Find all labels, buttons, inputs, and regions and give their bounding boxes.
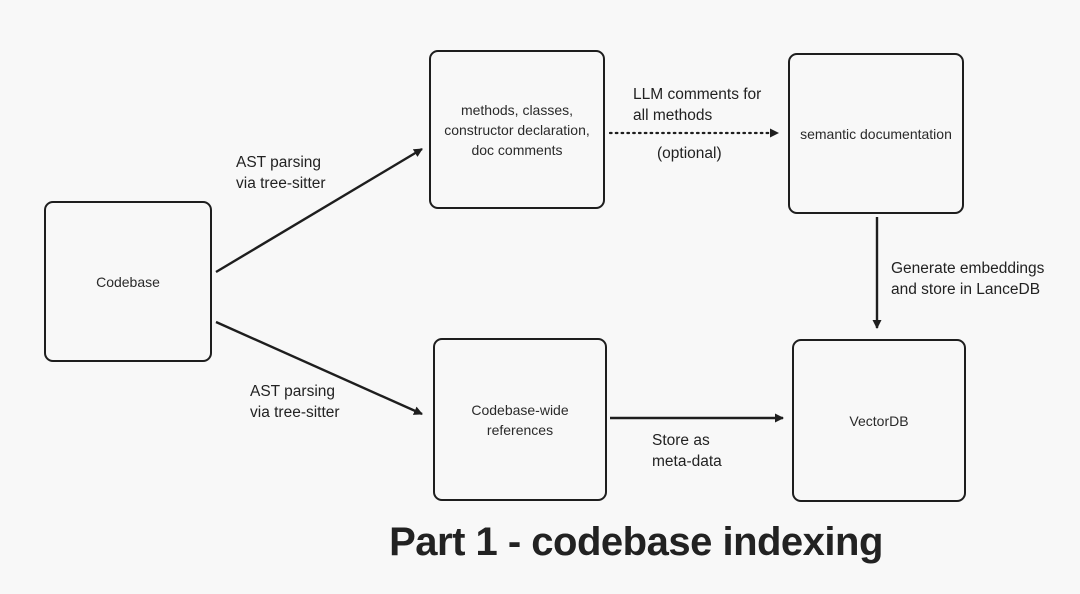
- edge-ast-parsing-top-arrow: [215, 147, 423, 274]
- node-codebase-wide-references-label-line2: references: [486, 421, 554, 438]
- edge-store-as-metadata-label-line2: meta-data: [652, 453, 722, 470]
- edge-ast-parsing-bottom-label-line1: AST parsing: [250, 383, 336, 400]
- edge-ast-parsing-bottom-arrow: [215, 320, 423, 416]
- node-codebase-wide-references-label-line1: Codebase-wide: [471, 401, 569, 418]
- edge-store-as-metadata-label: Store as meta-data: [652, 430, 722, 472]
- edge-llm-comments-label-line1: LLM comments for: [633, 86, 762, 103]
- node-codebase-label: Codebase: [96, 273, 160, 290]
- node-semantic-documentation-label: semantic documentation: [800, 125, 952, 142]
- diagram-title: Part 1 - codebase indexing: [389, 520, 883, 564]
- node-parsed-elements-label-line1: methods, classes,: [460, 101, 574, 118]
- node-vectordb-label: VectorDB: [849, 412, 909, 429]
- edge-llm-comments-label: LLM comments for all methods: [633, 84, 761, 126]
- node-parsed-elements-label-line3: doc comments: [471, 141, 563, 158]
- edge-generate-embeddings-label-line1: Generate embeddings: [891, 260, 1045, 277]
- edge-store-as-metadata-label-line1: Store as: [652, 432, 710, 449]
- edge-llm-comments-label-line2: all methods: [633, 107, 713, 124]
- node-vectordb: VectorDB: [792, 339, 966, 502]
- node-parsed-elements: methods, classes, constructor declaratio…: [429, 50, 605, 209]
- edge-ast-parsing-bottom-label: AST parsing via tree-sitter: [250, 381, 340, 423]
- edge-generate-embeddings-label: Generate embeddings and store in LanceDB: [891, 258, 1044, 300]
- edge-generate-embeddings-label-line2: and store in LanceDB: [891, 281, 1041, 298]
- edge-ast-parsing-top-label-line1: AST parsing: [236, 154, 322, 171]
- edge-ast-parsing-bottom-label-line2: via tree-sitter: [250, 404, 340, 421]
- node-semantic-documentation: semantic documentation: [788, 53, 964, 214]
- node-codebase-wide-references: Codebase-wide references: [433, 338, 607, 501]
- node-codebase: Codebase: [44, 201, 212, 362]
- node-parsed-elements-label-line2: constructor declaration,: [444, 121, 590, 138]
- edge-ast-parsing-top-label-line2: via tree-sitter: [236, 175, 326, 192]
- edge-ast-parsing-top-label: AST parsing via tree-sitter: [236, 152, 326, 194]
- edge-llm-comments-optional-note: (optional): [657, 145, 722, 162]
